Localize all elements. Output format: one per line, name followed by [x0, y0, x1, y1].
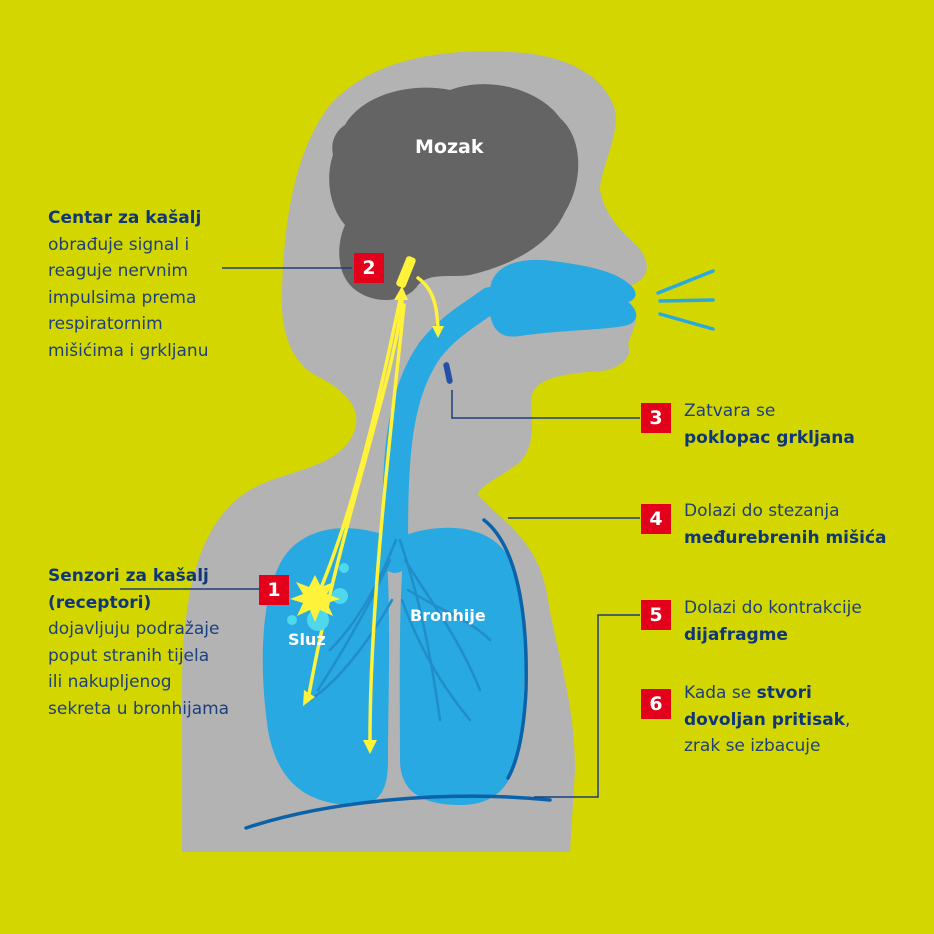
right-lung — [399, 527, 525, 805]
step-6-text: Kada se stvori dovoljan pritisak, zrak s… — [684, 680, 850, 760]
step-6-line-3: zrak se izbacuje — [684, 736, 821, 756]
step-badge-5: 5 — [641, 600, 671, 630]
arrowheads — [303, 286, 444, 754]
step-5-text: Dolazi do kontrakcije dijafragme — [684, 595, 862, 648]
epiglottis-marker — [443, 362, 453, 384]
label-mucus: Sluz — [288, 630, 326, 649]
step-6-line-2: dovoljan pritisak, — [684, 707, 850, 734]
step-6-line-1-normal: Kada se — [684, 683, 757, 703]
step-1-body-line: ili nakupljenog — [48, 672, 172, 692]
step-3-text: Zatvara se poklopac grkljana — [684, 398, 855, 451]
step-1-body-line: dojavljuju podražaje — [48, 619, 220, 639]
left-lung — [262, 528, 390, 805]
label-bronchi: Bronhije — [410, 606, 486, 625]
step-1-title-line: (receptori) — [48, 592, 152, 613]
step-4-text: Dolazi do stezanja međurebrenih mišića — [684, 498, 887, 551]
step-2-text: Centar za kašalj obrađuje signal i reagu… — [48, 205, 208, 364]
step-badge-3: 3 — [641, 403, 671, 433]
step-3-bold-line: poklopac grkljana — [684, 427, 855, 448]
step-1-body-line: sekreta u bronhijama — [48, 698, 230, 719]
step-badge-4: 4 — [641, 504, 671, 534]
step-1-title-line: Senzori za kašalj — [48, 566, 209, 586]
trachea — [382, 287, 503, 573]
step-6-line-1: Kada se stvori — [684, 680, 850, 707]
step-2-title: Centar za kašalj — [48, 208, 202, 228]
step-1-body-line: poput stranih tijela — [48, 645, 210, 666]
cough-center-marker — [396, 256, 416, 288]
step-3-line: Zatvara se — [684, 401, 776, 421]
step-6-line-1-bold: stvori — [756, 683, 812, 703]
step-2-body-line: mišićima i grkljanu — [48, 340, 209, 361]
step-badge-2: 2 — [354, 253, 384, 283]
step-5-line: Dolazi do kontrakcije — [684, 598, 862, 618]
step-2-body-line: obrađuje signal i — [48, 234, 190, 255]
step-6-line-2-normal: , — [845, 709, 851, 730]
diaphragm-line — [244, 794, 552, 830]
step-4-line: Dolazi do stezanja — [684, 501, 840, 521]
step-6-line-2-bold: dovoljan pritisak — [684, 709, 845, 730]
label-brain: Mozak — [415, 136, 484, 158]
step-2-body-line: reaguje nervnim — [48, 261, 188, 281]
leader-lines — [120, 267, 640, 798]
bronchi-branches — [308, 538, 492, 722]
oral-cavity — [489, 259, 637, 337]
step-2-body-line: respiratornim — [48, 314, 163, 334]
intercostal-muscle-line — [482, 518, 528, 780]
step-4-bold-line: međurebrenih mišića — [684, 527, 887, 548]
irritation-star — [290, 575, 340, 622]
airflow-lines — [656, 269, 715, 331]
step-1-text: Senzori za kašalj (receptori) dojavljuju… — [48, 563, 229, 722]
step-badge-1: 1 — [259, 575, 289, 605]
step-badge-6: 6 — [641, 689, 671, 719]
step-5-bold-line: dijafragme — [684, 624, 788, 645]
step-2-body-line: impulsima prema — [48, 287, 197, 308]
brain — [329, 84, 579, 300]
